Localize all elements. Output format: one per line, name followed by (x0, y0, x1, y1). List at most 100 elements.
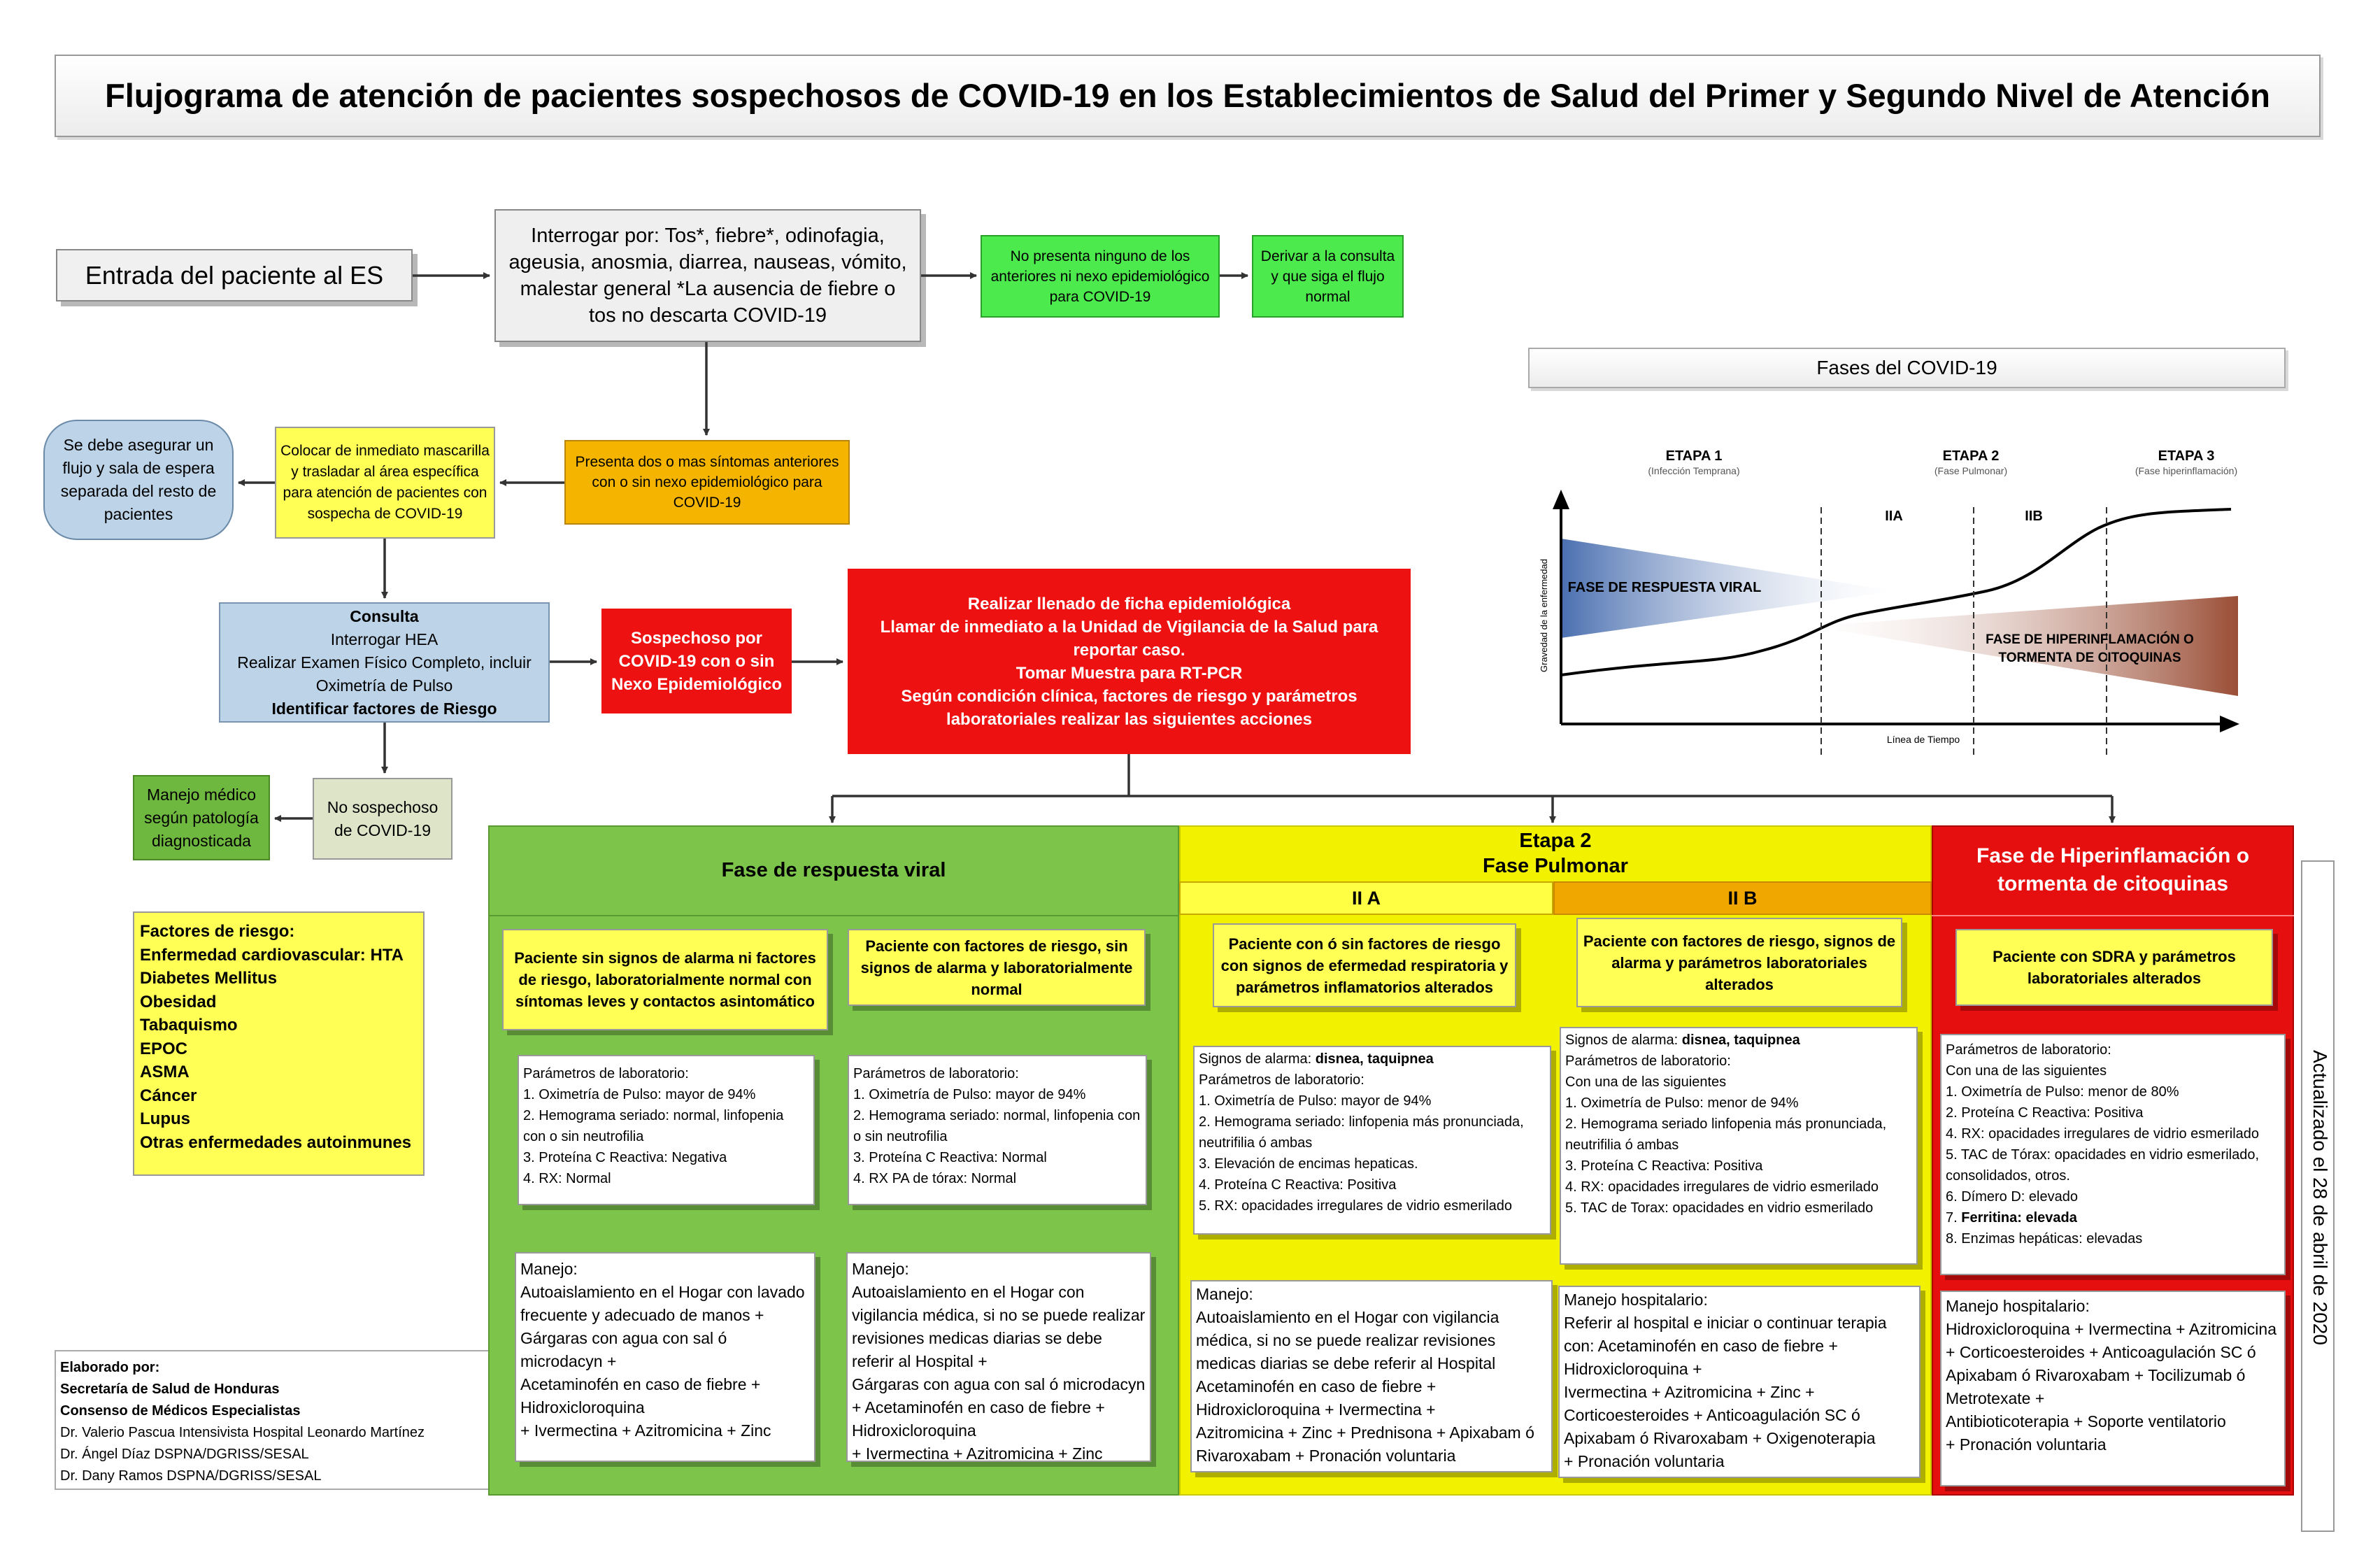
x-axis-arrow (2220, 716, 2239, 732)
y-axis-arrow (1553, 490, 1569, 509)
manejo-line: Autoaislamiento en el Hogar con vigilanc… (852, 1283, 1146, 1370)
lab-line: Parámetros de laboratorio: (1946, 1042, 2111, 1058)
lab-line: 4. RX: Normal (523, 1171, 611, 1186)
lab-line: 4. RX: opacidades irregulares de vidrio … (1565, 1179, 1879, 1195)
mask-box: Colocar de inmediato mascarilla y trasla… (275, 427, 495, 539)
derive-box: Derivar a la consulta y que siga el fluj… (1252, 235, 1404, 318)
viral-b-lab: Parámetros de laboratorio: 1. Oximetría … (848, 1055, 1147, 1205)
lab-line: 2. Proteína C Reactiva: Positiva (1946, 1105, 2144, 1121)
severity-curve (1560, 508, 2232, 676)
interrogate-box: Interrogar por: Tos*, fiebre*, odinofagi… (494, 209, 921, 342)
manejo-line: Azitromicina + Zinc + Prednisona + Apixa… (1196, 1423, 1534, 1465)
lab-line: 3. Proteína C Reactiva: Positiva (1565, 1158, 1763, 1174)
lab-line: 2. Hemograma seriado linfopenia más pron… (1565, 1116, 1887, 1153)
manejo-line: Referir al hospital e iniciar o continua… (1564, 1314, 1887, 1378)
lab-line: 3. Elevación de encimas hepaticas. (1199, 1156, 1418, 1172)
lab-line: Parámetros de laboratorio: (853, 1066, 1019, 1081)
alarm-value: disnea, taquipnea (1315, 1051, 1434, 1067)
phases-title: Fases del COVID-19 (1528, 348, 2286, 388)
manejo-line: Manejo: (520, 1260, 578, 1278)
medical-box: Manejo médico según patología diagnostic… (133, 775, 270, 860)
viral-label: FASE DE RESPUESTA VIRAL (1568, 580, 1762, 595)
ferritin-line: 7. Ferritina: elevada (1946, 1207, 2280, 1228)
viral-b-title: Paciente con factores de riesgo, sin sig… (848, 929, 1146, 1006)
lab-line: 1. Oximetría de Pulso: menor de 80% (1946, 1084, 2179, 1100)
consulta-title: Consulta (350, 606, 419, 625)
pulm-b-title: Paciente con factores de riesgo, signos … (1576, 918, 1902, 1007)
risk-item: Enfermedad cardiovascular: HTA (140, 945, 404, 965)
risk-factors-box: Factores de riesgo: Enfermedad cardiovas… (133, 911, 425, 1176)
alarm-line: Signos de alarma: disnea, taquipnea (1199, 1049, 1546, 1070)
hyper-phase-header: Fase de Hiperinflamación o tormenta de c… (1976, 844, 2250, 895)
lab-line: 1. Oximetría de Pulso: menor de 94% (1565, 1095, 1799, 1111)
lab-line: 1. Oximetría de Pulso: mayor de 94% (1199, 1093, 1432, 1109)
hyper-label-1: FASE DE HIPERINFLAMACIÓN O (1986, 632, 2194, 647)
alarm-label: Signos de alarma: (1199, 1051, 1316, 1067)
alarm-label: Signos de alarma: (1565, 1032, 1682, 1048)
risk-item: Tabaquismo (140, 1016, 238, 1035)
epi-box: Realizar llenado de ficha epidemiológica… (848, 569, 1411, 754)
credits-org: Secretaría de Salud de Honduras (60, 1382, 280, 1397)
lab-line: 6. Dímero D: elevado (1946, 1189, 2078, 1205)
pulmonary-phase-header: Etapa 2 Fase Pulmonar (1179, 825, 1932, 881)
stage2-sub: (Fase Pulmonar) (1934, 465, 2007, 476)
page-title: Flujograma de atención de pacientes sosp… (55, 55, 2321, 137)
risk-item: Otras enfermedades autoinmunes (140, 1132, 412, 1152)
pulm-a-lab: Signos de alarma: disnea, taquipnea Pará… (1193, 1046, 1551, 1235)
pulm-a-manejo: Manejo: Autoaislamiento en el Hogar con … (1190, 1280, 1553, 1472)
viral-phase-header: Fase de respuesta viral (721, 858, 946, 881)
ensure-box: Se debe asegurar un flujo y sala de espe… (43, 420, 234, 540)
viral-wedge (1561, 539, 1895, 638)
lab-line: 3. Proteína C Reactiva: Normal (853, 1150, 1047, 1165)
lab-line: 5. TAC de Tórax: opacidades en vidrio es… (1946, 1147, 2260, 1184)
risk-item: ASMA (140, 1063, 190, 1081)
epi-line: Tomar Muestra para RT-PCR (1016, 663, 1243, 683)
risk-item: EPOC (140, 1039, 188, 1058)
not-suspect-box: No sospechoso de COVID-19 (313, 778, 453, 860)
consulta-box: Consulta Interrogar HEA Realizar Examen … (219, 602, 550, 723)
pulm-b-manejo: Manejo hospitalario: Referir al hospital… (1558, 1286, 1921, 1478)
epi-line: Realizar llenado de ficha epidemiológica (967, 594, 1291, 613)
lab-line: 2. Hemograma seriado: linfopenia más pro… (1199, 1114, 1524, 1151)
viral-a-manejo: Manejo: Autoaislamiento en el Hogar con … (515, 1252, 815, 1462)
suspect-box: Sospechoso por COVID-19 con o sin Nexo E… (601, 609, 792, 713)
iia-label: IIA (1885, 509, 1903, 524)
lab-line: 2. Hemograma seriado: normal, linfopenia… (853, 1108, 1141, 1144)
iib-header: II B (1553, 881, 1932, 915)
lab-line: 2. Hemograma seriado: normal, linfopenia… (523, 1108, 784, 1144)
credits-person: Dr. Dany Ramos DSPNA/DGRISS/SESAL (60, 1468, 322, 1484)
credits-box: Elaborado por: Secretaría de Salud de Ho… (55, 1350, 492, 1490)
risk-item: Obesidad (140, 992, 217, 1011)
manejo-line: Ivermectina + Azitromicina + Zinc + Cort… (1564, 1383, 1876, 1447)
manejo-line: Manejo hospitalario: (1946, 1297, 2090, 1315)
stage1-label: ETAPA 1 (1666, 448, 1723, 464)
two-symptoms-box: Presenta dos o mas síntomas anteriores c… (564, 440, 850, 525)
lab-line: 5. TAC de Torax: opacidades en vidrio es… (1565, 1200, 1874, 1216)
lab-line: 4. RX: opacidades irregulares de vidrio … (1946, 1126, 2260, 1142)
manejo-line: + Pronación voluntaria (1564, 1452, 1725, 1470)
pulm-b-lab: Signos de alarma: disnea, taquipnea Pará… (1560, 1027, 1918, 1265)
credits-org: Consenso de Médicos Especialistas (60, 1403, 301, 1419)
manejo-line: Autoaislamiento en el Hogar con vigilanc… (1196, 1308, 1499, 1372)
phase-chart: ETAPA 1 (Infección Temprana) ETAPA 2 (Fa… (1539, 448, 2239, 755)
lab-line: 8. Enzimas hepáticas: elevadas (1946, 1231, 2143, 1247)
manejo-line: + Ivermectina + Azitromicina + Zinc (520, 1421, 771, 1440)
lab-line: 3. Proteína C Reactiva: Negativa (523, 1150, 727, 1165)
y-axis-label: Gravedad de la enfermedad (1539, 559, 1549, 672)
risk-item: Lupus (140, 1109, 190, 1128)
manejo-line: Manejo: (1196, 1285, 1253, 1303)
hyper-title: Paciente con SDRA y parámetros laborator… (1955, 929, 2273, 1006)
iib-label: IIB (2025, 509, 2043, 524)
updated-box: Actualizado el 28 de abril de 2020 (2301, 860, 2335, 1532)
manejo-line: Acetaminofén en caso de fiebre + Hidroxi… (520, 1375, 761, 1416)
manejo-line: Manejo: (852, 1260, 909, 1278)
manejo-line: Autoaislamiento en el Hogar con lavado f… (520, 1283, 805, 1324)
lab-line: Con una de las siguientes (1946, 1063, 2107, 1079)
lab-line: Parámetros de laboratorio: (1199, 1072, 1364, 1088)
manejo-line: Hidroxicloroquina + Ivermectina + Azitro… (1946, 1320, 2276, 1407)
viral-b-manejo: Manejo: Autoaislamiento en el Hogar con … (846, 1252, 1151, 1463)
iia-header: II A (1179, 881, 1553, 915)
lab-line: 1. Oximetría de Pulso: mayor de 94% (523, 1087, 756, 1102)
hyper-label-2: TORMENTA DE CITOQUINAS (1998, 651, 2181, 665)
stage3-label: ETAPA 3 (2158, 448, 2215, 464)
